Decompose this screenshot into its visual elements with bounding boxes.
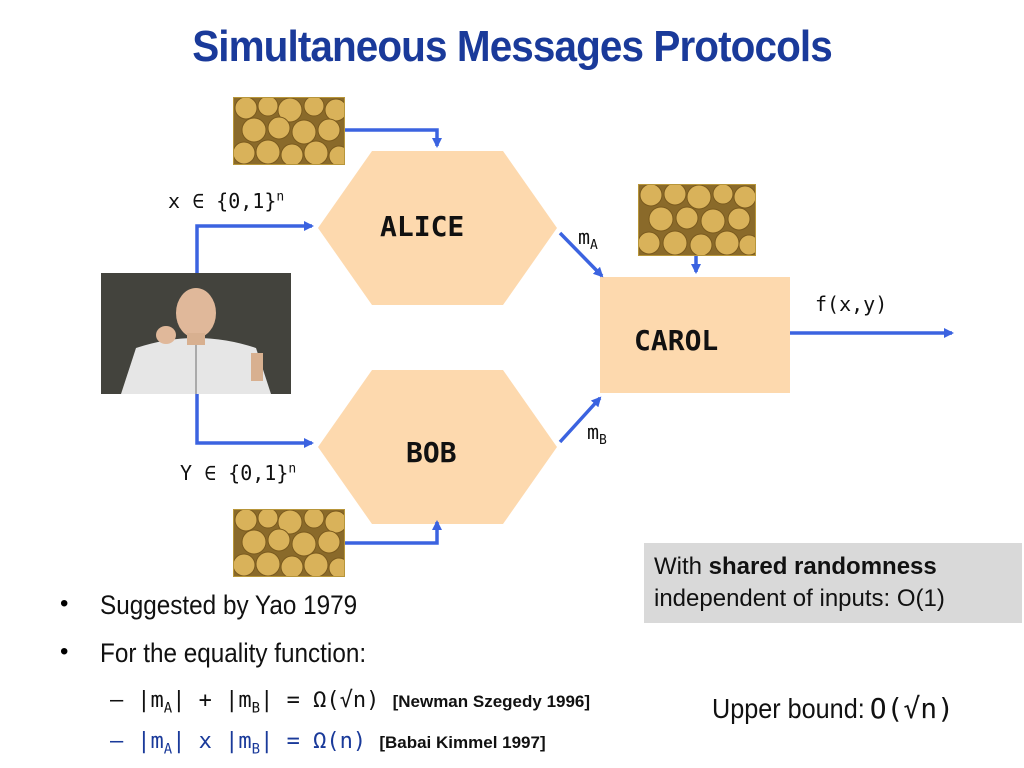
upper-bound: Upper bound: O(√n) <box>712 692 954 725</box>
randomness-arrow-alice <box>344 128 442 148</box>
x-input-arrow <box>195 221 314 273</box>
alice-label: ALICE <box>380 210 465 243</box>
y-input-label: Y ∈ {0,1}n <box>180 461 297 485</box>
shared-randomness-box: With shared randomness independent of in… <box>644 543 1022 623</box>
output-label: f(x,y) <box>815 292 888 316</box>
person-photo <box>101 273 291 394</box>
shared-line-1: With shared randomness <box>654 553 937 580</box>
shared-line-2: independent of inputs: O(1) <box>654 585 945 612</box>
carol-label: CAROL <box>634 324 719 357</box>
bob-label: BOB <box>406 436 457 469</box>
page-title: Simultaneous Messages Protocols <box>192 22 833 71</box>
randomness-arrow-bob <box>344 520 442 545</box>
message-b-label: mB <box>587 420 607 448</box>
alice-hexagon <box>318 151 557 305</box>
coins-image-alice <box>233 97 345 165</box>
message-a-label: mA <box>578 225 598 253</box>
y-input-arrow <box>195 394 314 448</box>
coins-image-bob <box>233 509 345 577</box>
x-input-label: x ∈ {0,1}n <box>168 189 285 213</box>
sub-bullet-item: –|mA| + |mB| = Ω(√n) [Newman Szegedy 199… <box>110 688 591 717</box>
coins-image-carol <box>638 184 756 256</box>
carol-box <box>600 277 790 393</box>
message-b-arrow <box>558 396 602 444</box>
sub-bullet-item: –|mA| x |mB| = Ω(n) [Babai Kimmel 1997] <box>110 729 546 758</box>
bob-hexagon <box>318 370 557 524</box>
message-a-arrow <box>558 231 604 278</box>
